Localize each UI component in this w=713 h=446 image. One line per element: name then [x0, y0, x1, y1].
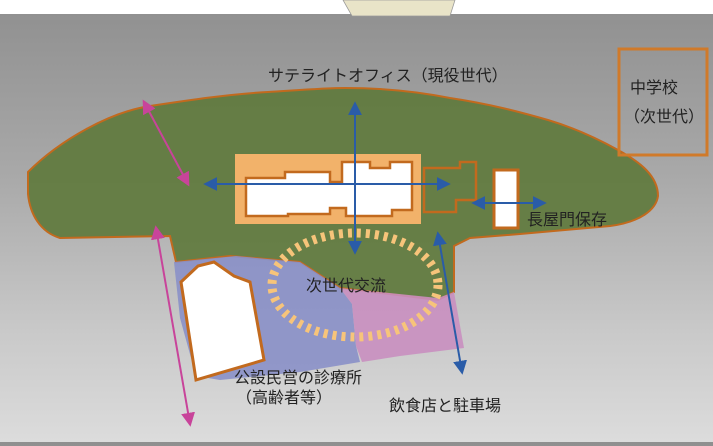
junior-high-label: 中学校: [630, 78, 679, 97]
clinic-sublabel: （高齢者等）: [236, 388, 333, 407]
junior-high-sublabel: （次世代）: [624, 107, 705, 126]
nagayamon-gate-building: [492, 168, 520, 230]
arrow-boundary-north: [142, 99, 190, 187]
clinic-label: 公設民営の診療所: [234, 368, 363, 387]
restaurant-parking-label: 飲食店と駐車場: [389, 396, 502, 415]
nagayamon-label: 長屋門保存: [527, 210, 608, 229]
arrow-restaurant-vertical: [433, 231, 467, 375]
next-gen-exchange-label: 次世代交流: [306, 276, 387, 295]
satellite-office-label: サテライトオフィス（現役世代）: [268, 66, 508, 85]
aerial-fragment: [342, 0, 456, 17]
clinic-building: [179, 260, 266, 382]
junior-high-box: [617, 47, 709, 157]
restaurant-zone: [340, 288, 464, 362]
arrow-boundary-south: [151, 225, 195, 427]
